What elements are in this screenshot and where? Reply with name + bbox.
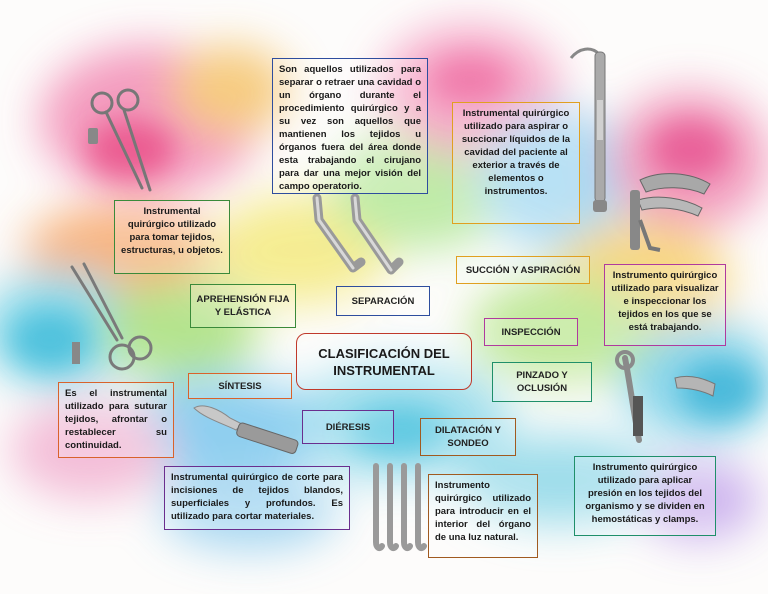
- category-dieresis: DIÉRESIS: [302, 410, 394, 444]
- main-title-line2: INSTRUMENTAL: [333, 362, 435, 379]
- main-title-line1: CLASIFICACIÓN DEL: [318, 345, 449, 362]
- scalpel-icon: [190, 400, 310, 460]
- retractor-icon: [305, 190, 415, 290]
- clamp-icon: [605, 348, 725, 448]
- definition-inspeccion: Instrumento quirúrgico utilizado para vi…: [604, 264, 726, 346]
- definition-sintesis: Es el instrumental utilizado para sutura…: [58, 382, 174, 458]
- definition-separacion: Son aquellos utilizados para separar o r…: [272, 58, 428, 194]
- category-inspeccion: INSPECCIÓN: [484, 318, 578, 346]
- definition-pinzado: Instrumento quirúrgico utilizado para ap…: [574, 456, 716, 536]
- speculum-icon: [620, 160, 720, 260]
- category-succion: SUCCIÓN Y ASPIRACIÓN: [456, 256, 590, 284]
- category-dilatacion: DILATACIÓN Y SONDEO: [420, 418, 516, 456]
- main-title-box: CLASIFICACIÓN DEL INSTRUMENTAL: [296, 333, 472, 390]
- dilator-icon: [368, 462, 428, 552]
- category-separacion: SEPARACIÓN: [336, 286, 430, 316]
- category-aprehension: APREHENSIÓN FIJA Y ELÁSTICA: [190, 284, 296, 328]
- definition-dilatacion: Instrumento quirúrgico utilizado para in…: [428, 474, 538, 558]
- needle-holder-icon: [62, 262, 162, 382]
- category-pinzado: PINZADO Y OCLUSIÓN: [492, 362, 592, 402]
- definition-dieresis: Instrumental quirúrgico de corte para in…: [164, 466, 350, 530]
- definition-succion: Instrumental quirúrgico utilizado para a…: [452, 102, 580, 224]
- definition-aprehension: Instrumental quirúrgico utilizado para t…: [114, 200, 230, 274]
- category-sintesis: SÍNTESIS: [188, 373, 292, 399]
- forceps-icon: [80, 88, 160, 198]
